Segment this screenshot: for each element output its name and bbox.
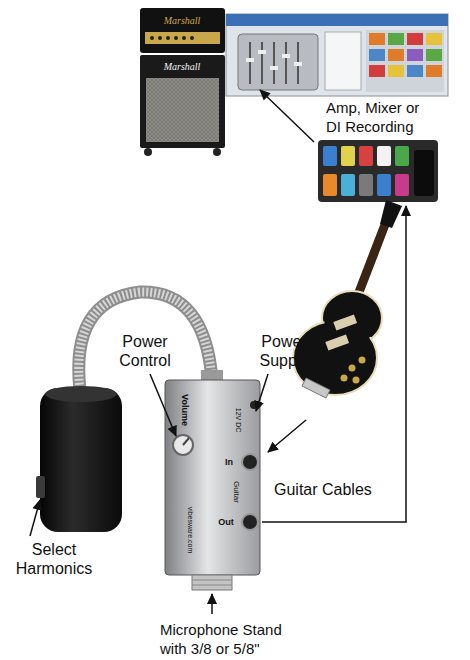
amp-stack (140, 8, 225, 156)
panel-marking: 12V DC (235, 408, 242, 433)
callout-label: Power Supply (248, 332, 320, 370)
panel-marking: Guitar (232, 481, 240, 503)
signal-arrows (260, 90, 406, 522)
guitar (293, 200, 402, 398)
callout-label: Select Harmonics (8, 540, 100, 578)
panel-marking: vibesware.com (187, 507, 194, 554)
control-box (165, 370, 260, 590)
leader-lines (30, 374, 268, 614)
callout-label: Power Control (100, 332, 190, 370)
callout-label: Guitar Cables (274, 480, 400, 499)
panel-marking: In (225, 458, 233, 467)
pedalboard (318, 140, 438, 202)
brand-logo: Marshall (164, 16, 201, 26)
panel-marking: Volume (180, 394, 189, 426)
brand-logo: Marshall (164, 62, 201, 72)
callout-label: Amp, Mixer or DI Recording (326, 98, 434, 136)
callout-label: Microphone Stand with 3/8 or 5/8" (160, 620, 298, 658)
panel-marking: Out (218, 518, 234, 527)
software-screenshot (226, 14, 448, 96)
